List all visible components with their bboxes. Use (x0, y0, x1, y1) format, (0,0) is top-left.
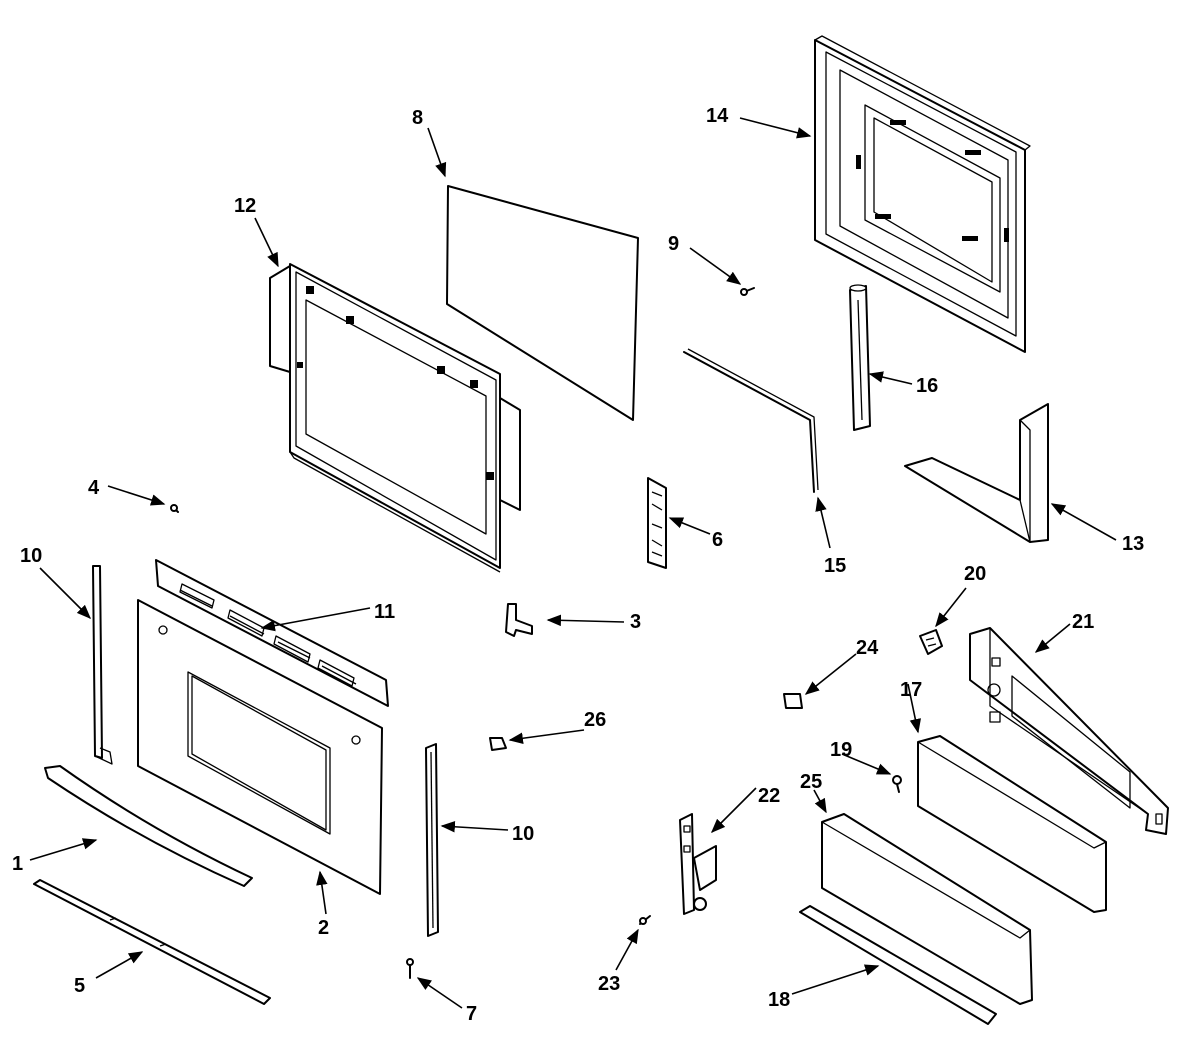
leader-16 (868, 371, 913, 385)
leader-22 (710, 787, 757, 834)
part-14-door-inner-panel (814, 35, 1031, 353)
leader-12 (254, 217, 279, 268)
leader-3 (546, 614, 625, 627)
callout-19: 19 (830, 739, 852, 761)
callout-3: 3 (630, 611, 641, 633)
callout-25: 25 (800, 771, 822, 793)
leader-14 (739, 117, 812, 139)
part-24-spacer (783, 693, 803, 709)
callout-labels: 8 14 12 9 16 4 6 15 13 10 11 3 20 21 24 … (12, 105, 1144, 1025)
leader-15 (815, 496, 831, 549)
part-18-trim-strip (799, 905, 997, 1025)
callout-5: 5 (74, 975, 85, 997)
leader-23 (615, 928, 639, 971)
part-25-panel-front (821, 813, 1033, 1005)
callout-21: 21 (1072, 611, 1094, 633)
callout-22: 22 (758, 785, 780, 807)
part-20-clip (919, 629, 943, 655)
part-9-screw (740, 287, 755, 296)
callout-11: 11 (374, 601, 395, 623)
part-3-clip (505, 603, 533, 637)
callout-23: 23 (598, 973, 620, 995)
callout-14: 14 (706, 105, 729, 127)
leader-8 (427, 127, 447, 178)
leader-2 (316, 870, 328, 915)
callout-24: 24 (856, 637, 879, 659)
part-26-spacer (489, 737, 507, 751)
leader-20 (935, 587, 967, 628)
leader-7 (416, 977, 463, 1009)
leader-21 (1034, 623, 1071, 653)
callout-15: 15 (824, 555, 846, 577)
callout-20: 20 (964, 563, 986, 585)
leader-18 (791, 964, 880, 995)
part-10-side-trim-left (92, 565, 113, 765)
part-5-bottom-strip (33, 879, 271, 1005)
callout-4: 4 (88, 477, 100, 499)
leader-9 (689, 247, 742, 285)
leader-19 (841, 753, 892, 775)
callout-12: 12 (234, 195, 256, 217)
callout-2: 2 (318, 917, 329, 939)
leader-11 (260, 607, 371, 632)
callout-18: 18 (768, 989, 790, 1011)
part-16-gasket (849, 284, 871, 431)
callout-10-left: 10 (20, 545, 42, 567)
leader-1 (29, 838, 98, 861)
leader-13 (1050, 503, 1117, 541)
callout-26: 26 (584, 709, 606, 731)
part-12-window-frame (269, 263, 521, 573)
leader-6 (668, 517, 711, 535)
part-17-panel-back (917, 735, 1107, 913)
part-4-screw (170, 504, 179, 513)
part-1-handle (44, 765, 253, 887)
part-10-side-trim-right (425, 743, 439, 937)
part-22-hinge (679, 813, 717, 915)
part-19-screw (892, 775, 902, 793)
leader-lines (29, 117, 1117, 1009)
callout-8: 8 (412, 107, 423, 129)
callout-10-right: 10 (512, 823, 534, 845)
part-6-hinge-bracket (647, 477, 667, 569)
part-13-channel (904, 403, 1049, 543)
leader-10-right (440, 821, 509, 833)
callout-17: 17 (900, 679, 922, 701)
part-7-screw (406, 958, 414, 979)
leader-26 (508, 729, 585, 744)
leader-4 (107, 485, 166, 506)
part-11-top-trim (155, 559, 389, 707)
leader-25 (813, 789, 827, 814)
part-21-control-bracket (969, 627, 1169, 835)
leader-5 (95, 951, 144, 979)
callout-9: 9 (668, 233, 679, 255)
callout-16: 16 (916, 375, 938, 397)
leader-17 (907, 683, 921, 734)
callout-1: 1 (12, 853, 23, 875)
part-23-screw (639, 915, 651, 925)
callout-13: 13 (1122, 533, 1144, 555)
part-15-rod (683, 348, 819, 493)
callout-7: 7 (466, 1003, 477, 1025)
part-8-glass-panel (446, 185, 639, 421)
leader-10-left (39, 567, 92, 620)
part-2-outer-door (137, 599, 383, 895)
leader-24 (804, 653, 857, 695)
callout-6: 6 (712, 529, 723, 551)
